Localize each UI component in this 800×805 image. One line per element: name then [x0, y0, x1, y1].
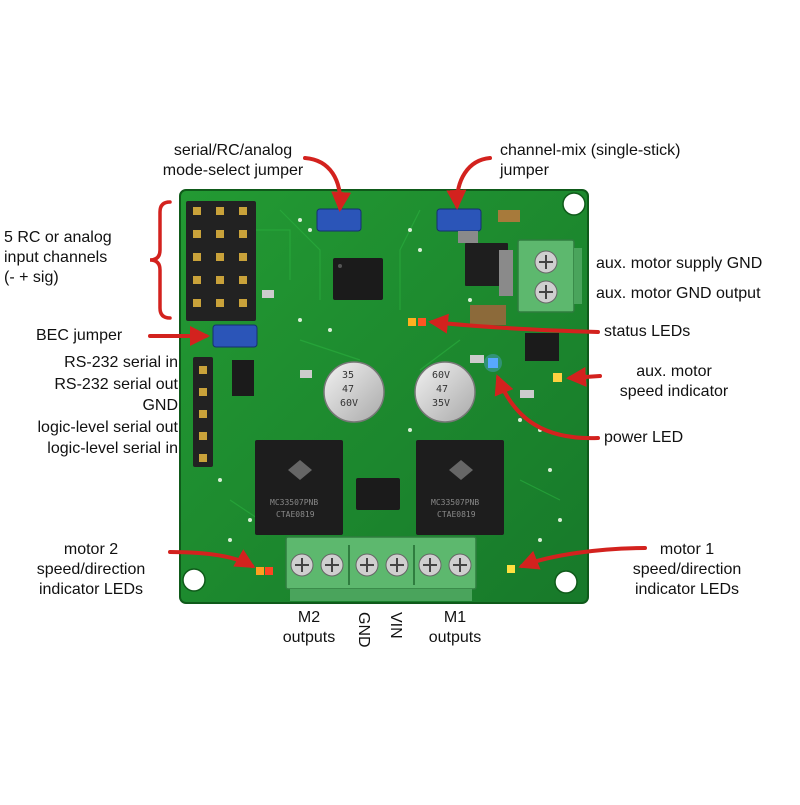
- label-mode-jumper-line-2: mode-select jumper: [162, 162, 304, 179]
- label-vin: VIN: [387, 612, 404, 639]
- label-serial-pin-4: logic-level serial out: [37, 418, 178, 436]
- label-aux-speed: aux. motor speed indicator: [602, 362, 746, 402]
- label-rc-channels-line-3: (- + sig): [4, 269, 59, 286]
- motor-driver-chips: MC33507PNB CTAE0819 MC33507PNB CTAE0819: [255, 440, 504, 535]
- label-motor1-leds: motor 1 speed/direction indicator LEDs: [612, 540, 762, 600]
- label-motor2-leds: motor 2 speed/direction indicator LEDs: [16, 540, 166, 600]
- label-rc-channels-line-1: 5 RC or analog: [4, 229, 112, 246]
- label-channel-mix: channel-mix (single-stick) jumper: [500, 141, 681, 181]
- label-m1-outputs: M1 outputs: [418, 608, 492, 648]
- label-mode-jumper-line-1: serial/RC/analog: [173, 142, 293, 159]
- driver-right-text-2: CTAE0819: [437, 510, 476, 519]
- label-channel-mix-line-1: channel-mix (single-stick): [500, 142, 681, 159]
- driver-right-text-1: MC33507PNB: [431, 498, 479, 507]
- smd-components: [232, 210, 559, 398]
- label-serial-pin-3: GND: [142, 397, 178, 414]
- arrow-aux-speed: [566, 366, 602, 387]
- motor-terminal-block: [285, 536, 477, 601]
- label-rc-channels-line-2: input channels: [4, 249, 108, 266]
- capacitors: 35 47 60V 60V 47 35V: [323, 361, 476, 423]
- label-aux-speed-line-2: speed indicator: [619, 383, 729, 400]
- label-motor2-line-1: motor 2: [63, 541, 119, 558]
- driver-left-text-2: CTAE0819: [276, 510, 315, 519]
- label-m1-line-1: M1: [443, 609, 467, 626]
- label-serial-pin-1: RS-232 serial in: [64, 354, 178, 371]
- voltage-regulator: [458, 231, 508, 286]
- label-power-led: power LED: [604, 429, 684, 446]
- annotation-arrows: [148, 156, 647, 570]
- label-gnd: GND: [355, 612, 372, 648]
- label-status-leds: status LEDs: [604, 323, 691, 340]
- cap-right-text-2: 47: [436, 384, 448, 395]
- cap-right-text-1: 60V: [432, 370, 450, 381]
- label-motor2-line-3: indicator LEDs: [38, 581, 144, 598]
- label-serial-pin-5: logic-level serial in: [47, 440, 178, 457]
- label-mode-jumper: serial/RC/analog mode-select jumper: [138, 141, 328, 181]
- label-bec-jumper: BEC jumper: [36, 327, 123, 344]
- driver-left-text-1: MC33507PNB: [270, 498, 318, 507]
- label-m1-line-2: outputs: [428, 629, 482, 646]
- label-aux-speed-line-1: aux. motor: [636, 363, 712, 380]
- label-serial-pin-2: RS-232 serial out: [54, 375, 178, 393]
- arrow-channel-mix: [446, 156, 492, 210]
- rc-pin-header: [186, 201, 256, 321]
- label-motor1-line-1: motor 1: [659, 541, 715, 558]
- jumpers: [212, 208, 482, 348]
- aux-terminal-block: [499, 239, 582, 313]
- serial-pin-header: [193, 357, 213, 467]
- arrow-mode-jumper: [303, 156, 352, 212]
- rc-channels-bracket: [149, 200, 172, 320]
- arrow-status-leds: [428, 313, 600, 334]
- label-rc-channels: 5 RC or analog input channels (- + sig): [4, 228, 112, 288]
- label-motor1-line-2: speed/direction: [632, 561, 742, 578]
- label-channel-mix-line-2: jumper: [500, 162, 549, 179]
- arrow-power-led: [494, 374, 600, 441]
- label-motor2-line-2: speed/direction: [36, 561, 146, 578]
- mounting-holes: [182, 192, 586, 594]
- cap-right-text-3: 35V: [432, 398, 450, 409]
- cap-left-text-2: 47: [342, 384, 354, 395]
- label-motor1-line-3: indicator LEDs: [634, 581, 740, 598]
- label-aux-supply-gnd: aux. motor supply GND: [596, 255, 763, 272]
- arrow-motor2-leds: [168, 549, 256, 569]
- label-m2-outputs: M2 outputs: [272, 608, 346, 648]
- label-m2-line-1: M2: [297, 609, 321, 626]
- arrow-motor1-leds: [518, 546, 647, 570]
- microcontroller: [333, 258, 383, 300]
- cap-left-text-3: 60V: [340, 398, 358, 409]
- leds: [256, 318, 562, 575]
- label-serial-pins: RS-232 serial in RS-232 serial out GND l…: [0, 352, 178, 460]
- label-aux-gnd-output: aux. motor GND output: [596, 285, 761, 302]
- cap-left-text-1: 35: [342, 370, 354, 381]
- label-m2-line-2: outputs: [282, 629, 336, 646]
